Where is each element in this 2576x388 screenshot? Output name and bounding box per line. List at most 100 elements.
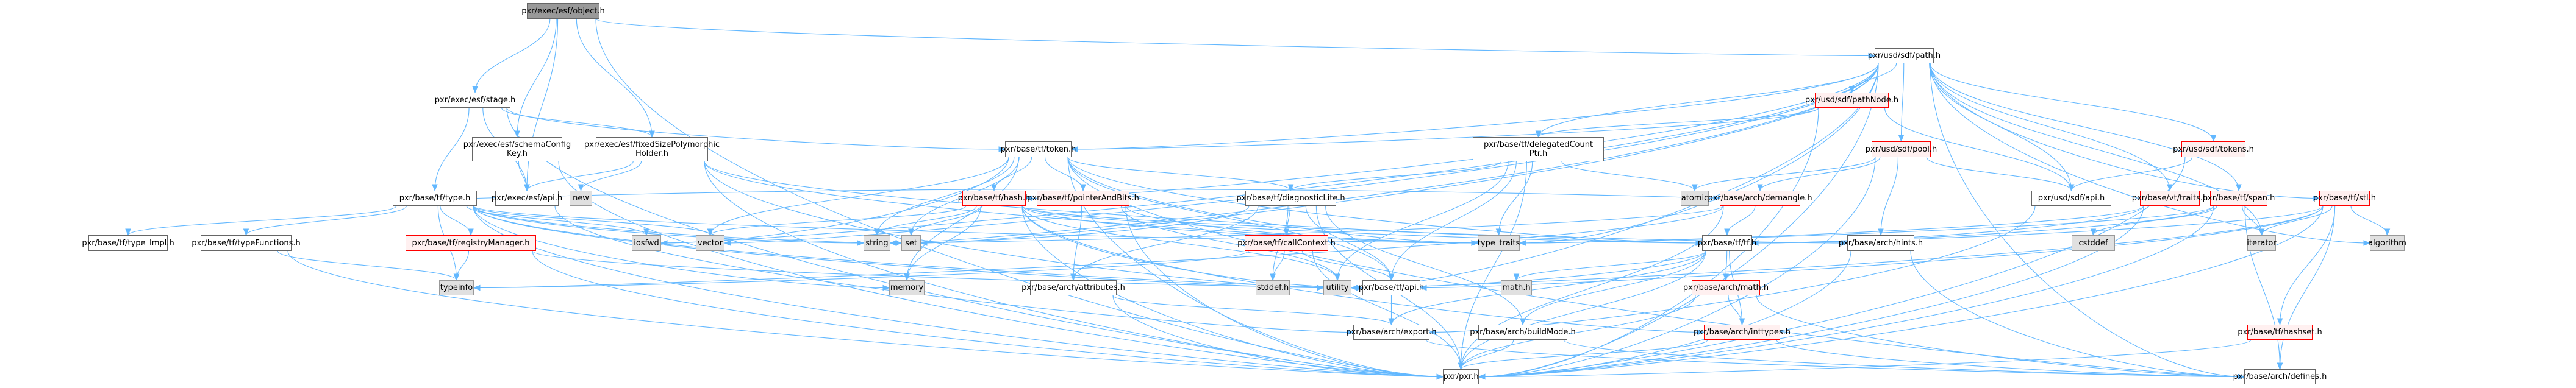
arrowhead-icon — [1739, 318, 1745, 326]
edge-span-to-typeTraits — [1519, 205, 2214, 244]
edge-sdfPath-to-pxr — [1478, 63, 1879, 378]
node-sdf-tokens[interactable]: pxr/usd/sdf/tokens.h — [2173, 141, 2254, 157]
edge-object-to-fixedSize — [576, 18, 653, 138]
node-type[interactable]: pxr/base/tf/type.h — [393, 191, 477, 206]
edge-object-to-pxr — [595, 18, 1444, 378]
node-pool[interactable]: pxr/usd/sdf/pool.h — [1866, 141, 1937, 157]
node-path-node[interactable]: pxr/usd/sdf/pathNode.h — [1805, 93, 1898, 108]
node-vector[interactable]: vector — [696, 235, 724, 251]
node-diag-lite[interactable]: pxr/base/tf/diagnosticLite.h — [1236, 191, 1345, 206]
node-set[interactable]: set — [901, 235, 921, 251]
node-utility[interactable]: utility — [1323, 280, 1351, 295]
node-new[interactable]: new — [570, 191, 592, 206]
node-demangle[interactable]: pxr/base/arch/demangle.h — [1708, 191, 1812, 206]
edge-fixedSize-to-esfApi — [526, 161, 634, 191]
node-build-mode[interactable]: pxr/base/arch/buildMode.h — [1470, 325, 1576, 340]
edge-pathNode-to-sdfApi — [1884, 107, 2072, 191]
node-span[interactable]: pxr/base/tf/span.h — [2203, 191, 2275, 206]
edge-fixedSize-to-utility — [704, 161, 1324, 289]
edge-buildMode-to-defines — [1563, 339, 2245, 378]
node-type-impl[interactable]: pxr/base/tf/type_Impl.h — [82, 235, 174, 251]
arrowhead-icon — [1283, 228, 1290, 236]
node-fixed-size[interactable]: pxr/exec/esf/fixedSizePolymorphic Holder… — [584, 137, 720, 161]
arrowhead-icon — [524, 184, 530, 192]
node-type-functions[interactable]: pxr/base/tf/typeFunctions.h — [191, 235, 301, 251]
node-string[interactable]: string — [864, 235, 890, 251]
node-sdf-api[interactable]: pxr/usd/sdf/api.h — [2031, 191, 2111, 206]
node-cstddef[interactable]: cstddef — [2072, 235, 2115, 251]
node-memory[interactable]: memory — [889, 280, 925, 295]
edge-stl-to-algorithm — [2350, 205, 2388, 236]
edge-pool-to-pxr — [1478, 157, 1876, 378]
node-stl[interactable]: pxr/base/tf/stl.h — [2313, 191, 2376, 206]
edge-hash-to-set — [911, 205, 982, 236]
node-type-traits[interactable]: type_traits — [1478, 235, 1520, 251]
node-hashset[interactable]: pxr/base/tf/hashset.h — [2238, 325, 2322, 340]
node-iterator[interactable]: iterator — [2247, 235, 2277, 251]
node-defines[interactable]: pxr/base/arch/defines.h — [2233, 369, 2327, 384]
edge-pool-to-hints — [1880, 157, 1899, 236]
edge-sdfPath-to-iosfwd — [660, 63, 1879, 244]
arrowhead-icon — [2384, 228, 2391, 236]
edge-tfh-to-mathh — [1515, 250, 1706, 281]
node-stddef[interactable]: stddef.h — [1256, 280, 1290, 295]
node-arch-math[interactable]: pxr/base/arch/math.h — [1683, 280, 1769, 295]
node-atomic[interactable]: atomic — [1681, 191, 1709, 206]
node-token[interactable]: pxr/base/tf/token.h — [1001, 141, 1076, 157]
edge-token-to-defines — [1067, 157, 2245, 378]
edge-demangle-to-string — [890, 205, 1724, 244]
arrowhead-icon — [723, 240, 731, 246]
node-vt-traits[interactable]: pxr/base/vt/traits.h — [2132, 191, 2208, 206]
arrowhead-icon — [998, 146, 1006, 152]
node-call-context[interactable]: pxr/base/tf/callContext.h — [1237, 235, 1336, 251]
edge-token-to-tfApi — [1067, 157, 1392, 281]
edge-vtTraits-to-pxr — [1478, 205, 2144, 378]
node-registry-manager[interactable]: pxr/base/tf/registryManager.h — [406, 235, 536, 251]
node-sdf-path[interactable]: pxr/usd/sdf/path.h — [1868, 48, 1941, 63]
node-typeinfo[interactable]: typeinfo — [439, 280, 474, 295]
node-tf-api[interactable]: pxr/base/tf/api.h — [1359, 280, 1424, 295]
node-mathh[interactable]: math.h — [1501, 280, 1532, 295]
node-exporth[interactable]: pxr/base/arch/export.h — [1346, 325, 1437, 340]
node-delegated[interactable]: pxr/base/tf/delegatedCount Ptr.h — [1473, 137, 1604, 161]
edge-hashset-to-pxr — [1478, 339, 2252, 378]
edge-fixedSize-to-typeTraits — [704, 161, 1478, 244]
edge-pool-to-atomic — [1694, 157, 1876, 191]
edge-hash-to-pxr — [1021, 205, 1444, 378]
arrowhead-icon — [991, 184, 997, 192]
arrowhead-icon — [1388, 273, 1395, 281]
node-esf-api[interactable]: pxr/exec/esf/api.h — [492, 191, 562, 206]
arrowhead-icon — [2363, 240, 2371, 246]
node-pointer-and-bits[interactable]: pxr/base/tf/pointerAndBits.h — [1027, 191, 1139, 206]
node-hash[interactable]: pxr/base/tf/hash.h — [958, 191, 1030, 206]
edge-fixedSize-to-tfh — [704, 161, 1703, 244]
edges-layer — [125, 18, 2391, 380]
node-algorithm[interactable]: algorithm — [2368, 235, 2406, 251]
node-attributes[interactable]: pxr/base/arch/attributes.h — [1021, 280, 1125, 295]
node-schema-config-key[interactable]: pxr/exec/esf/schemaConfig Key.h — [463, 137, 571, 161]
arrowhead-icon — [125, 228, 131, 236]
edge-sdfPath-to-token — [1071, 63, 1879, 150]
edge-pointerAndBits-to-attributes — [1073, 205, 1082, 281]
node-object[interactable]: pxr/exec/esf/object.h — [521, 3, 605, 19]
edge-span-to-defines — [2244, 205, 2281, 370]
node-tfh[interactable]: pxr/base/tf/tf.h — [1698, 235, 1756, 251]
edge-pathNode-to-token — [1071, 107, 1819, 150]
edge-callContext-to-tfApi — [1301, 250, 1392, 281]
edge-object-to-sdfPath — [595, 18, 1875, 57]
edge-delegated-to-pxr — [1460, 161, 1527, 370]
edge-attributes-to-pxr — [1112, 295, 1444, 378]
node-inttypes[interactable]: pxr/base/arch/inttypes.h — [1694, 325, 1791, 340]
arrowhead-icon — [432, 184, 438, 192]
edge-type-to-typeFunctions — [245, 205, 407, 236]
edge-object-to-schemaConfigKey — [517, 18, 557, 138]
arrowhead-icon — [1692, 184, 1698, 192]
node-stage[interactable]: pxr/exec/esf/stage.h — [435, 93, 515, 108]
node-hints[interactable]: pxr/base/arch/hints.h — [1839, 235, 1923, 251]
arrowhead-icon — [2313, 195, 2320, 202]
node-iosfwd[interactable]: iosfwd — [632, 235, 661, 251]
node-pxr[interactable]: pxr/pxr.h — [1443, 369, 1479, 384]
arrowhead-icon — [707, 228, 714, 236]
arrowhead-icon — [882, 284, 890, 291]
arrowhead-icon — [908, 228, 914, 236]
